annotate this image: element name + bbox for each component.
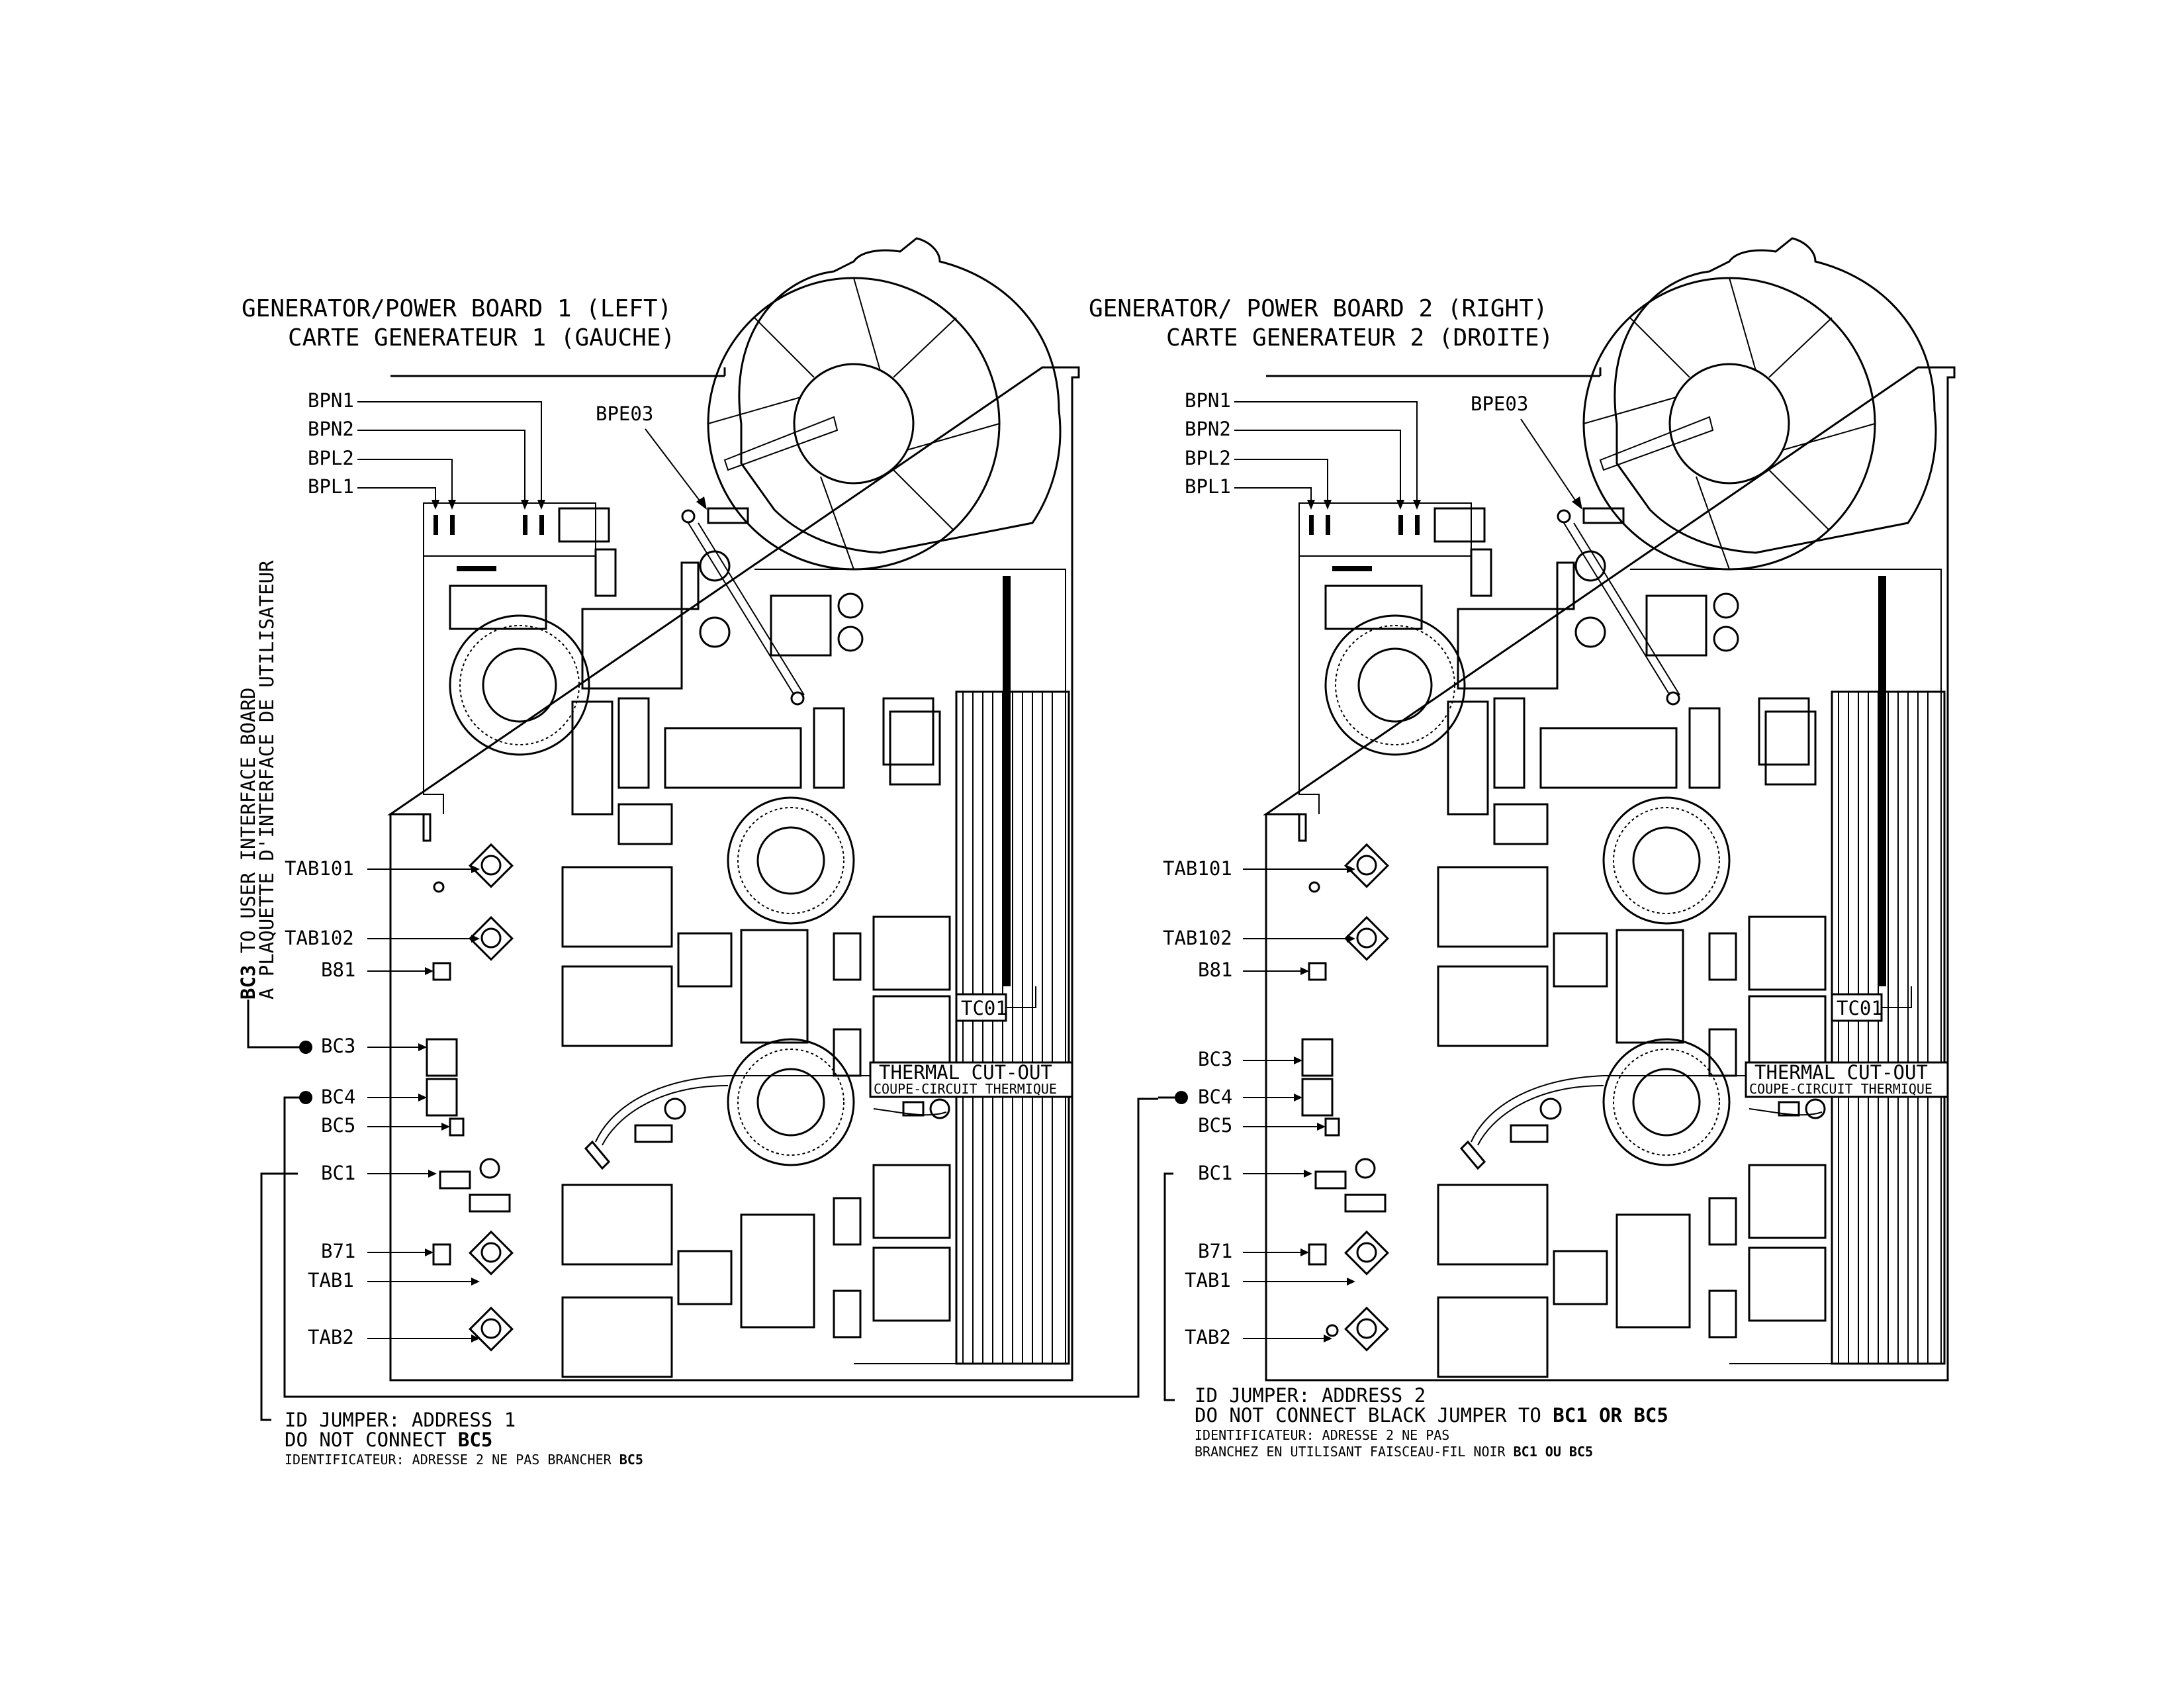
board-2-title-fr: CARTE GENERATEUR 2 (DROITE)	[1166, 324, 1553, 352]
board-2-labels: BPN1 BPN2 BPL2 BPL1 BPE03 TAB101 TAB102 …	[1163, 389, 1582, 1348]
board-1-label-bc3: BC3	[321, 1035, 355, 1057]
board-2-label-tab102: TAB102	[1163, 927, 1232, 949]
board-2-label-bc4: BC4	[1198, 1086, 1232, 1108]
board-2-label-bpl1: BPL1	[1185, 475, 1231, 498]
board-1-label-bpn1: BPN1	[308, 389, 354, 412]
board-1-label-tab101: TAB101	[285, 857, 354, 880]
board-1-label-b71: B71	[321, 1240, 355, 1262]
board-1-note-line3-bold: BC5	[619, 1452, 643, 1468]
board-2-note-line4-bold: BC1 OU BC5	[1514, 1444, 1593, 1460]
board-1-note-line3: IDENTIFICATEUR: ADRESSE 2 NE PAS BRANCHE…	[285, 1452, 643, 1468]
board-1-note-line2: DO NOT CONNECT BC5	[285, 1429, 492, 1451]
board-2-label-bc1: BC1	[1198, 1162, 1232, 1184]
board-1-note: ID JUMPER: ADDRESS 1 DO NOT CONNECT BC5 …	[285, 1409, 643, 1468]
board-1-thermal-en: THERMAL CUT-OUT	[879, 1061, 1052, 1084]
side-label: BC3 TO USER INTERFACE BOARD A PLAQUETTE …	[237, 560, 278, 1000]
board-1-title-en: GENERATOR/POWER BOARD 1 (LEFT)	[242, 295, 672, 322]
board-1-label-tab1: TAB1	[308, 1269, 354, 1291]
board-1-label-bpl2: BPL2	[308, 447, 354, 469]
board-1-components	[426, 507, 1070, 1378]
board-1-label-bc5: BC5	[321, 1114, 355, 1137]
board-2-label-tc01: TC01	[1837, 997, 1883, 1019]
board-1-label-tc01: TC01	[961, 997, 1007, 1019]
board-1-label-bpl1: BPL1	[308, 475, 354, 498]
board-2-label-bpn1: BPN1	[1185, 389, 1231, 412]
board-2-label-tab2: TAB2	[1185, 1326, 1231, 1348]
board-2-graphics	[1263, 237, 1956, 1382]
board-2-label-bc5: BC5	[1198, 1114, 1232, 1137]
board-1-fan	[707, 237, 1062, 571]
board-2-note-line2: DO NOT CONNECT BLACK JUMPER TO BC1 OR BC…	[1195, 1404, 1668, 1427]
board-1-title-fr: CARTE GENERATEUR 1 (GAUCHE)	[288, 324, 675, 352]
board-2-title-en: GENERATOR/ POWER BOARD 2 (RIGHT)	[1089, 295, 1548, 322]
board-2: GENERATOR/ POWER BOARD 2 (RIGHT) CARTE G…	[1089, 237, 1956, 1460]
side-label-line1: BC3 TO USER INTERFACE BOARD	[237, 688, 259, 1000]
board-1-tc01: TC01	[955, 986, 1036, 1022]
board-1-thermal-fr: COUPE-CIRCUIT THERMIQUE	[874, 1081, 1057, 1097]
board-2-label-bc3: BC3	[1198, 1048, 1232, 1070]
board-1-label-bc1: BC1	[321, 1162, 355, 1184]
board-2-label-bpe03: BPE03	[1471, 393, 1528, 415]
board-1-labels: BPN1 BPN2 BPL2 BPL1 BPE03 TAB101 TAB102 …	[285, 389, 707, 1348]
board-1-note-line2-bold: BC5	[458, 1429, 492, 1451]
board-2-note-line2-bold: BC1 OR BC5	[1553, 1404, 1668, 1427]
board-1: GENERATOR/POWER BOARD 1 (LEFT) CARTE GEN…	[242, 237, 1158, 1468]
board-1-note-line1: ID JUMPER: ADDRESS 1	[285, 1409, 516, 1431]
side-label-line1-rest: TO USER INTERFACE BOARD	[237, 688, 259, 965]
board-1-note-line3-pre: IDENTIFICATEUR: ADRESSE 2 NE PAS BRANCHE…	[285, 1452, 619, 1468]
board-2-label-bpn2: BPN2	[1185, 418, 1231, 440]
board-2-note-line4-pre: BRANCHEZ EN UTILISANT FAISCEAU-FIL NOIR	[1195, 1444, 1514, 1460]
board-1-thermal-cutout: THERMAL CUT-OUT COUPE-CIRCUIT THERMIQUE	[869, 1061, 1073, 1098]
board-2-note: ID JUMPER: ADDRESS 2 DO NOT CONNECT BLAC…	[1195, 1384, 1668, 1460]
board-2-label-b71: B71	[1198, 1240, 1232, 1262]
board-1-label-bpe03: BPE03	[596, 402, 653, 425]
board-2-thermal-fr: COUPE-CIRCUIT THERMIQUE	[1749, 1081, 1933, 1097]
board-1-label-tab2: TAB2	[308, 1326, 354, 1348]
side-label-bc3: BC3	[237, 965, 259, 1000]
board-2-label-b81: B81	[1198, 959, 1232, 981]
board-2-note-line3: IDENTIFICATEUR: ADRESSE 2 NE PAS	[1195, 1427, 1449, 1443]
board-2-note-line4: BRANCHEZ EN UTILISANT FAISCEAU-FIL NOIR …	[1195, 1444, 1593, 1460]
side-label-line2: A PLAQUETTE D'INTERFACE DE UTILISATEUR	[255, 560, 278, 1000]
board-1-note-line2-pre: DO NOT CONNECT	[285, 1429, 458, 1451]
board-2-label-tab1: TAB1	[1185, 1269, 1231, 1291]
board-2-label-tab101: TAB101	[1163, 857, 1232, 880]
board-2-label-bpl2: BPL2	[1185, 447, 1231, 469]
board-2-thermal-en: THERMAL CUT-OUT	[1754, 1061, 1928, 1084]
board-1-label-bpn2: BPN2	[308, 418, 354, 440]
board-1-label-tab102: TAB102	[285, 927, 354, 949]
board-2-note-line2-pre: DO NOT CONNECT BLACK JUMPER TO	[1195, 1404, 1553, 1427]
board-1-label-bc4: BC4	[321, 1086, 355, 1108]
board-1-label-b81: B81	[321, 959, 355, 981]
board-2-note-line1: ID JUMPER: ADDRESS 2	[1195, 1384, 1426, 1407]
board-2-bc4-harness	[1158, 1091, 1188, 1401]
board-1-bc3-harness	[247, 1000, 1158, 1421]
